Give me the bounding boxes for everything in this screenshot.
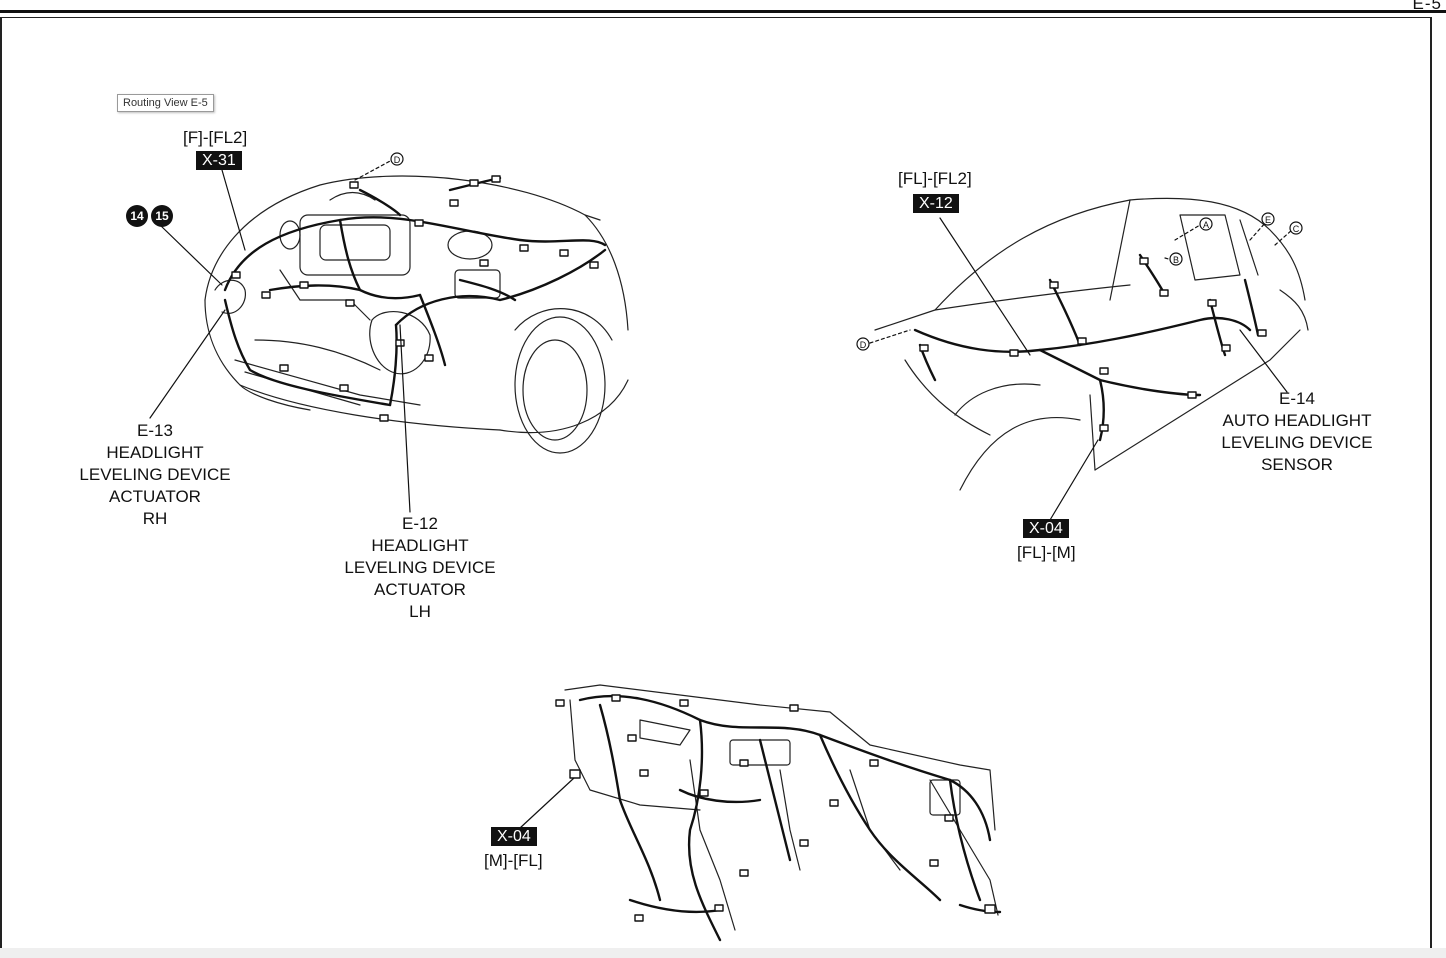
dash-harness-wires: [578, 694, 1002, 942]
x04-dash-connector-badge: X-04: [491, 827, 537, 846]
side-marker-b: B: [1173, 255, 1179, 265]
side-marker-d: D: [860, 340, 867, 350]
side-marker-rings: [856, 212, 1303, 351]
e13-label: E-13 HEADLIGHT LEVELING DEVICE ACTUATOR …: [55, 420, 255, 530]
front-marker-d: D: [394, 155, 401, 165]
e13-line3: ACTUATOR: [109, 487, 201, 506]
callout-14-badge: 14: [126, 205, 148, 227]
x31-connector-badge: X-31: [196, 151, 242, 170]
e12-label: E-12 HEADLIGHT LEVELING DEVICE ACTUATOR …: [320, 513, 520, 623]
dash-leader-lines: [519, 777, 575, 829]
e14-line3: SENSOR: [1261, 455, 1333, 474]
x12-connector-badge: X-12: [913, 194, 959, 213]
e14-line2: LEVELING DEVICE: [1221, 433, 1373, 452]
front-connectors: [231, 175, 599, 422]
e13-line2: LEVELING DEVICE: [79, 465, 231, 484]
side-marker-e: E: [1265, 215, 1271, 225]
e14-label: E-14 AUTO HEADLIGHT LEVELING DEVICE SENS…: [1197, 388, 1397, 476]
x31-harness-label: [F]-[FL2]: [183, 128, 248, 147]
front-marker-d-ring: [390, 152, 404, 166]
e12-line4: LH: [409, 602, 431, 621]
bottom-strip: [0, 948, 1446, 958]
frame-top-border: [0, 17, 1432, 18]
e12-line3: ACTUATOR: [374, 580, 466, 599]
page-id: E-5: [1412, 0, 1442, 13]
x12-harness-label: [FL]-[FL2]: [898, 169, 972, 188]
dash-connectors: [555, 694, 996, 922]
side-marker-a: A: [1203, 220, 1209, 230]
side-leader-lines: [869, 217, 1293, 521]
e13-code: E-13: [137, 421, 173, 440]
x04-dash-harness-label: [M]-[FL]: [484, 851, 543, 870]
e12-line1: HEADLIGHT: [371, 536, 469, 555]
routing-view-tooltip: Routing View E-5: [117, 94, 214, 112]
header-rule: [0, 10, 1446, 13]
e14-line1: AUTO HEADLIGHT: [1222, 411, 1372, 430]
front-car-outline: [204, 175, 629, 454]
front-leader-lines: [149, 159, 411, 513]
side-marker-c: C: [1293, 224, 1300, 234]
e13-line1: HEADLIGHT: [106, 443, 204, 462]
e14-code: E-14: [1279, 389, 1315, 408]
e13-line4: RH: [142, 509, 168, 528]
side-car-outline: [874, 197, 1309, 491]
x04-side-connector-badge: X-04: [1023, 519, 1069, 538]
frame-left-border: [0, 17, 2, 958]
e12-code: E-12: [402, 514, 438, 533]
e12-line2: LEVELING DEVICE: [344, 558, 496, 577]
callout-15-badge: 15: [151, 205, 173, 227]
side-connectors: [919, 257, 1267, 432]
front-harness-wires: [223, 176, 607, 407]
x04-side-harness-label: [FL]-[M]: [1017, 543, 1076, 562]
frame-right-border: [1430, 17, 1432, 958]
